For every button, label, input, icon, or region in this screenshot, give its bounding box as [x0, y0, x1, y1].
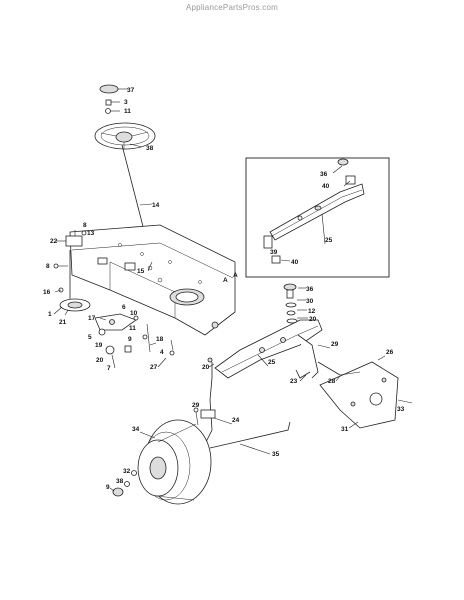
steering-bracket	[56, 230, 87, 247]
callout-36: 36	[306, 286, 314, 293]
callout-29: 29	[331, 341, 339, 348]
callout-13: 13	[87, 230, 95, 237]
callout-31: 31	[341, 426, 349, 433]
callout-3: 3	[124, 99, 128, 106]
inset-callout-40b: 40	[291, 259, 299, 266]
inset-detail-box	[245, 157, 390, 278]
callout-12: 12	[308, 308, 316, 315]
callout-17: 17	[88, 315, 96, 322]
callout-8b: 8	[46, 263, 50, 270]
steering-wheel	[94, 122, 156, 150]
callout-24: 24	[232, 417, 240, 424]
callout-23: 23	[290, 378, 298, 385]
callout-22: 22	[50, 238, 58, 245]
callout-18: 18	[156, 336, 164, 343]
callout-11: 11	[124, 108, 131, 115]
axle-pivot-hardware	[283, 283, 308, 324]
steering-gear	[59, 298, 91, 316]
inset-callout-39: 39	[270, 249, 278, 256]
callout-25: 25	[268, 359, 276, 366]
callout-30: 30	[306, 298, 314, 305]
front-axle	[214, 319, 323, 379]
callout-5: 5	[88, 334, 92, 341]
callout-19: 19	[95, 342, 103, 349]
callout-29b: 29	[192, 402, 200, 409]
front-wheel	[137, 419, 212, 505]
front-pivot-bracket	[319, 361, 413, 429]
watermark: AppliancePartsPros.com	[186, 3, 278, 12]
callout-20b: 20	[309, 316, 317, 323]
inset-callout-25: 25	[325, 237, 333, 244]
callout-A-frame: A	[233, 272, 238, 279]
callout-1: 1	[48, 311, 52, 318]
callout-20: 20	[96, 357, 104, 364]
callout-4: 4	[160, 349, 164, 356]
callout-11b: 11	[129, 325, 136, 332]
callout-26: 26	[386, 349, 394, 356]
callout-15: 15	[137, 268, 145, 275]
callout-27: 27	[150, 364, 158, 371]
callout-35: 35	[272, 451, 280, 458]
callout-9b: 9	[106, 484, 110, 491]
callout-8: 8	[83, 222, 87, 229]
inset-callout-labels: 36 40 25 39 40	[270, 171, 333, 266]
callout-16: 16	[43, 289, 51, 296]
inset-callout-40: 40	[322, 183, 330, 190]
tie-rod-end	[193, 407, 199, 426]
callout-A: A	[223, 277, 228, 284]
tie-rod	[209, 421, 291, 449]
drag-link-right	[317, 361, 361, 376]
spindle-left	[200, 357, 216, 447]
callout-9: 9	[128, 336, 132, 343]
callout-32: 32	[123, 468, 131, 475]
chassis-frame	[69, 224, 236, 336]
wheel-hardware	[109, 470, 137, 497]
callout-6: 6	[122, 304, 126, 311]
callout-7: 7	[107, 365, 111, 372]
callout-33: 33	[397, 406, 405, 413]
drag-link-bracket	[94, 313, 175, 356]
callout-10: 10	[130, 310, 138, 317]
callout-28: 28	[328, 378, 336, 385]
steering-shaft-lower	[53, 250, 71, 300]
callout-14: 14	[152, 202, 160, 209]
callout-20c: 20	[202, 364, 210, 371]
callout-21: 21	[59, 319, 67, 326]
steering-wheel-cap	[99, 84, 128, 94]
inset-callout-36: 36	[320, 171, 328, 178]
callout-37: 37	[127, 87, 135, 94]
callout-labels: 37 3 11 38 14 8 13 22 8 15 16 A 1 21 17 …	[43, 87, 405, 491]
leader-lines	[53, 213, 386, 455]
spindle-right	[295, 334, 319, 379]
steering-bolt	[105, 99, 120, 114]
callout-38b: 38	[116, 478, 124, 485]
callout-38: 38	[146, 145, 154, 152]
callout-34: 34	[132, 426, 140, 433]
